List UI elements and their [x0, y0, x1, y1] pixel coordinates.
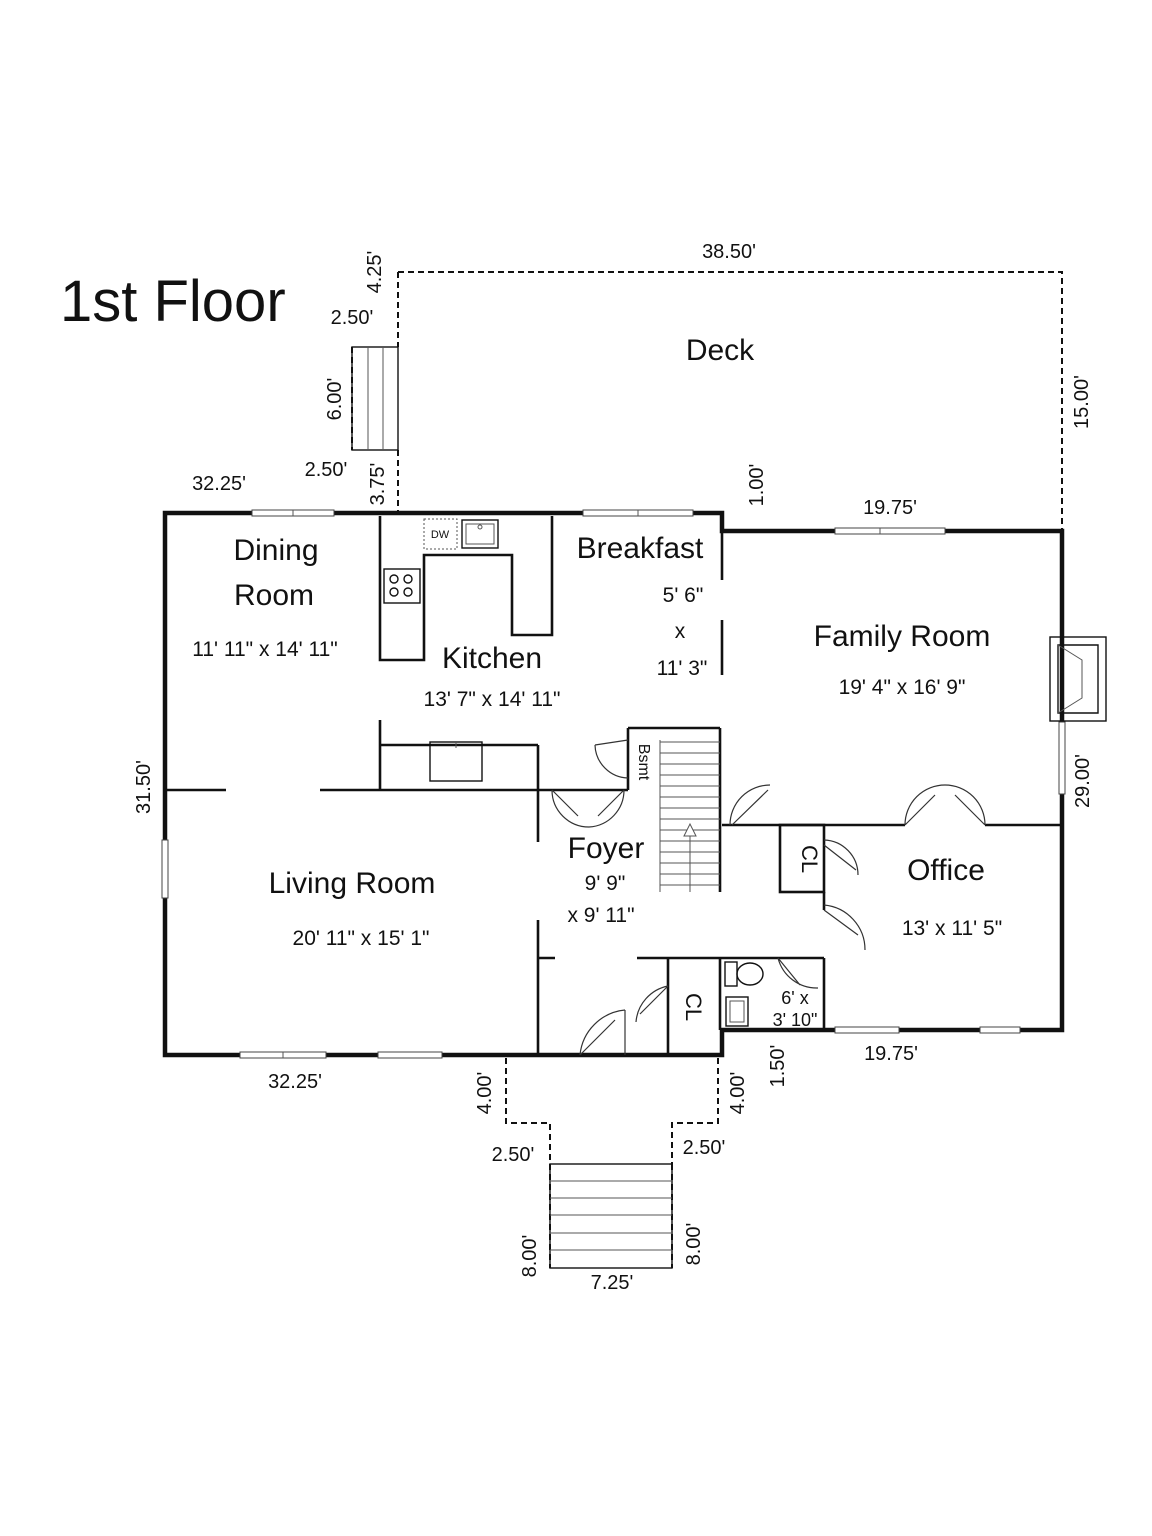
- dim-deck-step-width-bottom: 2.50': [305, 459, 348, 481]
- dim-deck-offset-bottom: 3.75': [367, 463, 389, 506]
- room-breakfast-size-line1: 5' 6": [663, 584, 704, 607]
- deck-outline: [397, 271, 1063, 531]
- floor-title: 1st Floor: [60, 269, 286, 334]
- room-office-size: 13' x 11' 5": [902, 917, 1002, 940]
- deck-steps: [351, 346, 399, 451]
- dim-stair-width: 7.25': [591, 1272, 634, 1294]
- front-porch-outline: [505, 1058, 719, 1164]
- room-breakfast-size-line2: x: [675, 620, 686, 643]
- exterior-walls: [162, 510, 1065, 1058]
- dim-porch-left-depth: 4.00': [474, 1072, 496, 1115]
- room-kitchen-name: Kitchen: [442, 642, 542, 675]
- island-sink: [429, 741, 483, 782]
- dim-stair-left-length: 8.00': [519, 1235, 541, 1278]
- room-dining-size: 11' 11" x 14' 11": [192, 638, 338, 661]
- room-deck-name: Deck: [686, 334, 755, 367]
- dim-deck-depth: 15.00': [1071, 375, 1093, 429]
- dim-right-bottom-wall: 19.75': [864, 1043, 918, 1065]
- room-foyer-size-line1: 9' 9": [585, 872, 626, 895]
- dim-right-top-wall: 19.75': [863, 497, 917, 519]
- stair-direction-arrow: [683, 822, 697, 892]
- windows: [161, 509, 1066, 1059]
- room-kitchen-size: 13' 7" x 14' 11": [424, 688, 561, 711]
- dim-bottom-jog: 1.50': [767, 1045, 789, 1088]
- room-family-size: 19' 4" x 16' 9": [839, 676, 966, 699]
- dishwasher-label: DW: [431, 529, 450, 541]
- room-breakfast-size-line3: 11' 3": [657, 657, 708, 680]
- kitchen-cabinets: [378, 516, 554, 662]
- front-steps: [549, 1163, 673, 1269]
- dim-stair-right-length: 8.00': [683, 1223, 705, 1266]
- dim-porch-left-width: 2.50': [492, 1144, 535, 1166]
- interior-walls: [165, 531, 1062, 1055]
- dim-porch-right-width: 2.50': [683, 1137, 726, 1159]
- room-dining-name-line2: Room: [234, 579, 314, 612]
- room-bath-size-line1: 6' x: [781, 988, 808, 1008]
- room-living-size: 20' 11" x 15' 1": [293, 927, 430, 950]
- dim-left-bottom-wall: 32.25': [268, 1071, 322, 1093]
- toilet-icon: [724, 961, 764, 987]
- room-dining-name-line1: Dining: [233, 534, 318, 567]
- room-breakfast-name: Breakfast: [577, 532, 704, 565]
- dim-deck-width: 38.50': [702, 241, 756, 263]
- dim-left-side: 31.50': [133, 760, 155, 814]
- closet-label-entry: CL: [681, 993, 706, 1021]
- dim-porch-right-depth: 4.00': [727, 1072, 749, 1115]
- dim-right-side: 29.00': [1072, 754, 1094, 808]
- bathroom-sink-icon: [725, 996, 749, 1027]
- room-bath-size-line2: 3' 10": [773, 1010, 818, 1030]
- doors: [551, 739, 986, 1056]
- dim-left-top-wall: 32.25': [192, 473, 246, 495]
- room-foyer-name: Foyer: [568, 832, 645, 865]
- room-living-name: Living Room: [269, 867, 436, 900]
- dim-deck-step-width-top: 2.50': [331, 307, 374, 329]
- room-foyer-size-line2: x 9' 11": [567, 904, 634, 927]
- fireplace: [1049, 636, 1107, 722]
- dim-deck-offset-top: 4.25': [364, 251, 386, 294]
- dim-jog: 1.00': [746, 464, 768, 507]
- room-office-name: Office: [907, 854, 985, 887]
- room-family-name: Family Room: [814, 620, 991, 653]
- basement-label: Bsmt: [635, 744, 652, 781]
- dim-deck-step-length: 6.00': [324, 378, 346, 421]
- closet-label-office: CL: [797, 845, 822, 873]
